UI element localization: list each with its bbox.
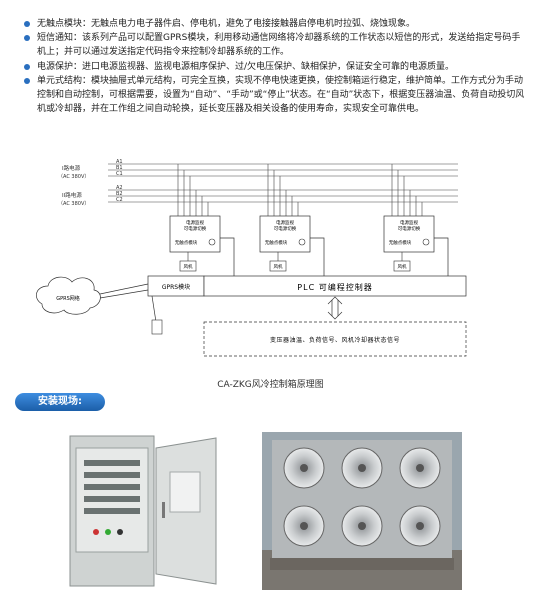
module-sub: 无触点模块 xyxy=(265,239,288,246)
switch-module-3: 电源监视 可电源切换 无触点模块 风机 xyxy=(383,164,449,276)
phase-label: A1 xyxy=(116,159,123,165)
feature-item: 电源保护：进口电源监视器、监视电源相序保护、过/欠电压保护、缺相保护，保证安全可… xyxy=(22,60,527,74)
feature-text: 电源保护：进口电源监视器、监视电源相序保护、过/欠电压保护、缺相保护，保证安全可… xyxy=(37,61,455,72)
control-cabinet-photo xyxy=(66,432,222,590)
phase-label: B2 xyxy=(116,191,123,197)
plc-box xyxy=(203,275,467,297)
module-title: 电源监视 xyxy=(400,219,418,226)
phase-label: B1 xyxy=(116,165,123,171)
signals-box xyxy=(203,321,467,357)
module-title: 可电源切换 xyxy=(184,225,207,232)
feature-text: 短信通知：该系列产品可以配置GPRS模块，利用移动通信网络将冷却器系统的工作状态… xyxy=(37,33,521,58)
module-title: 电源监视 xyxy=(186,219,204,226)
power2-voltage: （AC 380V） xyxy=(58,201,89,207)
motor-label: 风机 xyxy=(398,263,407,270)
bullet-dot-icon xyxy=(24,35,30,42)
module-title: 可电源切换 xyxy=(274,225,297,232)
signals-label: 变压器油温、负荷信号、风机冷却器状态信号 xyxy=(270,336,400,344)
bullet-dot-icon xyxy=(24,21,30,27)
gprs-cloud-icon xyxy=(35,276,101,315)
feature-item: 单元式结构：模块抽屉式单元结构，可完全互换，实现不停电快速更换，使控制箱运行稳定… xyxy=(22,74,527,117)
gprs-module-label: GPRS模块 xyxy=(162,283,190,291)
gprs-network-label: GPRS网络 xyxy=(56,295,80,302)
plc-label: PLC 可编程控制器 xyxy=(297,282,372,292)
switch-module-1: 电源监视 可电源切换 无触点模块 风机 xyxy=(169,164,235,276)
phase-label: C2 xyxy=(116,197,123,203)
bullet-dot-icon xyxy=(24,63,30,70)
module-title: 可电源切换 xyxy=(398,225,421,232)
switch-module-2: 电源监视 可电源切换 无触点模块 风机 xyxy=(259,164,325,276)
signal-arrows xyxy=(99,283,157,323)
feature-item: 无触点模块：无触点电力电子器件启、停电机，避免了电接接触器启停电机时拉弧、烧蚀现… xyxy=(22,17,527,31)
feature-list: 无触点模块：无触点电力电子器件启、停电机，避免了电接接触器启停电机时拉弧、烧蚀现… xyxy=(22,17,527,116)
section-label: 安装现场: xyxy=(15,393,105,411)
principle-diagram: I路电源 （AC 380V） II路电源 （AC 380V） A1 B1 C1 … xyxy=(35,159,467,357)
module-sub: 无触点模块 xyxy=(175,239,198,246)
power2-label: II路电源 xyxy=(62,191,82,199)
phone-icon xyxy=(151,319,163,335)
phase-label: A2 xyxy=(116,185,123,191)
motor-label: 风机 xyxy=(184,263,193,270)
module-title: 电源监视 xyxy=(276,219,294,226)
phase-label: C1 xyxy=(116,171,123,177)
motor-label: 风机 xyxy=(274,263,283,270)
module-sub: 无触点模块 xyxy=(389,239,412,246)
feature-text: 单元式结构：模块抽屉式单元结构，可完全互换，实现不停电快速更换，使控制箱运行稳定… xyxy=(37,75,525,115)
double-arrow-icon xyxy=(327,296,343,320)
bullet-dot-icon xyxy=(24,77,30,84)
power-bus xyxy=(108,163,458,203)
power1-voltage: （AC 380V） xyxy=(58,174,89,180)
diagram-caption: CA-ZKG风冷控制箱原理图 xyxy=(217,380,324,390)
feature-item: 短信通知：该系列产品可以配置GPRS模块，利用移动通信网络将冷却器系统的工作状态… xyxy=(22,31,527,59)
cooling-fans-photo xyxy=(262,432,462,590)
power1-label: I路电源 xyxy=(62,164,81,172)
feature-text: 无触点模块：无触点电力电子器件启、停电机，避免了电接接触器启停电机时拉弧、烧蚀现… xyxy=(37,19,416,29)
